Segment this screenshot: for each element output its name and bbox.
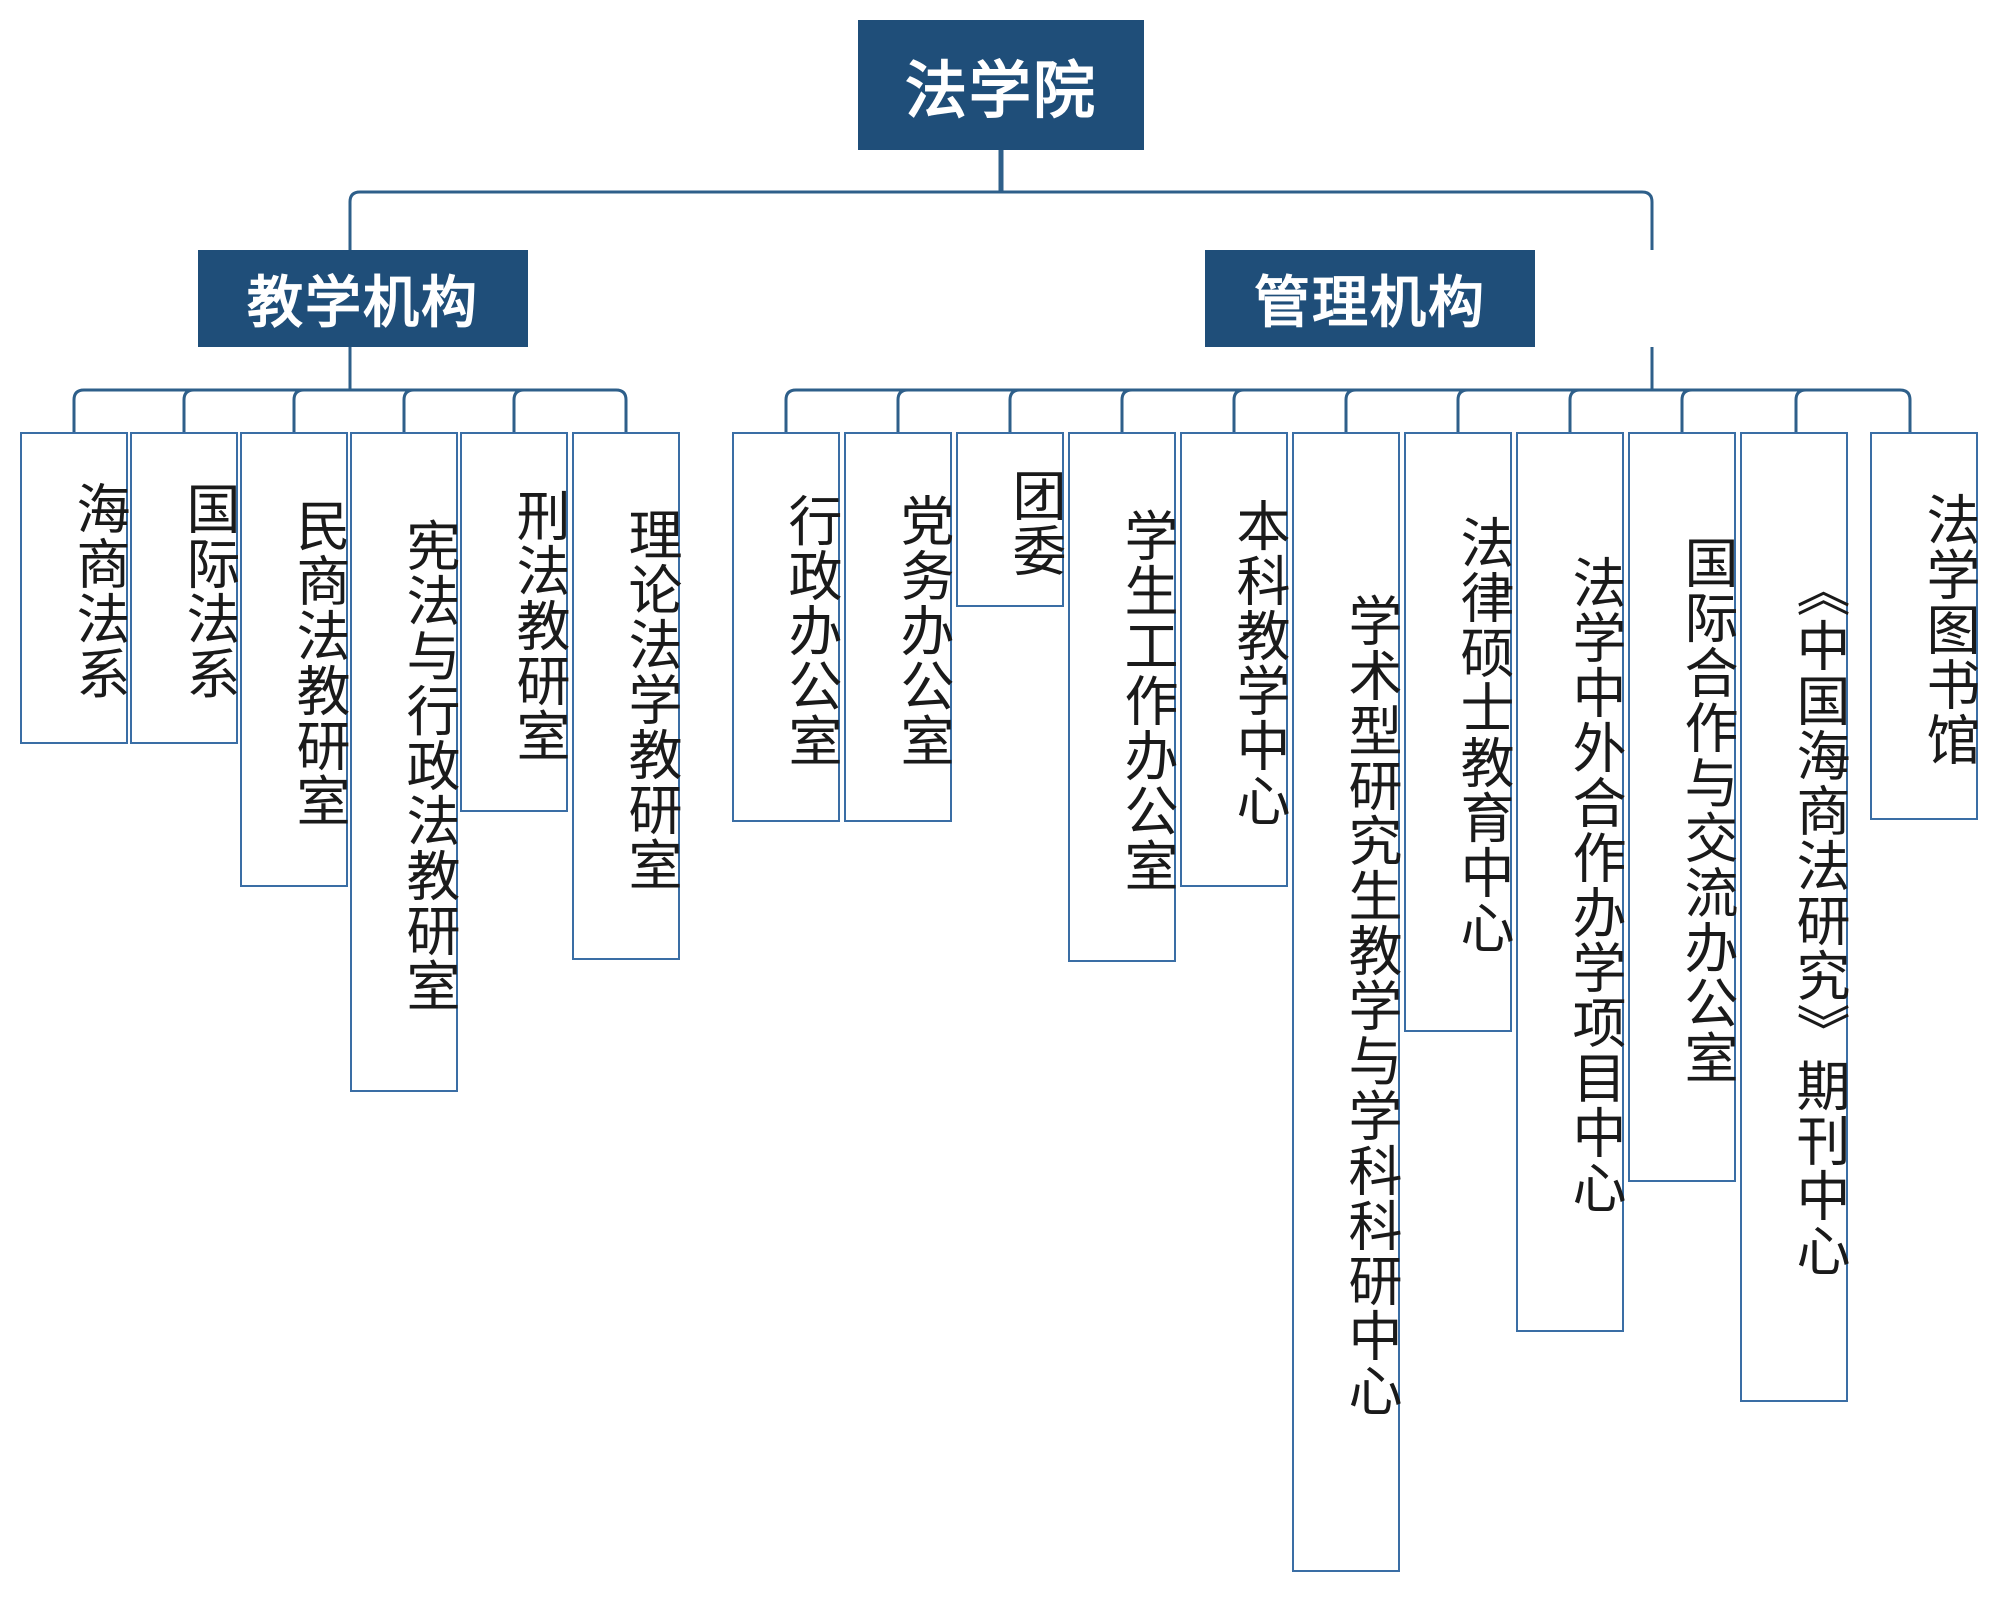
leaf-node-youth-league-committee[interactable]: 团委 bbox=[956, 432, 1064, 607]
leaf-node-maritime-commercial-law-dept[interactable]: 海商法系 bbox=[20, 432, 128, 744]
leaf-node-international-cooperation-exchange-office[interactable]: 国际合作与交流办公室 bbox=[1628, 432, 1736, 1182]
leaf-node-civil-commercial-law-office[interactable]: 民商法教研室 bbox=[240, 432, 348, 887]
leaf-node-juris-master-education-center[interactable]: 法律硕士教育中心 bbox=[1404, 432, 1512, 1032]
leaf-node-party-affairs-office[interactable]: 党务办公室 bbox=[844, 432, 952, 822]
leaf-node-undergraduate-teaching-center[interactable]: 本科教学中心 bbox=[1180, 432, 1288, 887]
leaf-node-law-library[interactable]: 法学图书馆 bbox=[1870, 432, 1978, 820]
leaf-node-administrative-office[interactable]: 行政办公室 bbox=[732, 432, 840, 822]
branch-node-teaching[interactable]: 教学机构 bbox=[198, 250, 528, 347]
branch-node-administration[interactable]: 管理机构 bbox=[1205, 250, 1535, 347]
leaf-node-theoretical-jurisprudence-office[interactable]: 理论法学教研室 bbox=[572, 432, 680, 960]
leaf-node-student-affairs-office[interactable]: 学生工作办公室 bbox=[1068, 432, 1176, 962]
leaf-node-academic-graduate-teaching-research-center[interactable]: 学术型研究生教学与学科科研中心 bbox=[1292, 432, 1400, 1572]
leaf-node-sino-foreign-cooperative-program-center[interactable]: 法学中外合作办学项目中心 bbox=[1516, 432, 1624, 1332]
leaf-node-china-maritime-law-journal-center[interactable]: 《中国海商法研究》期刊中心 bbox=[1740, 432, 1848, 1402]
root-node-law-school[interactable]: 法学院 bbox=[858, 20, 1144, 150]
leaf-node-criminal-law-office[interactable]: 刑法教研室 bbox=[460, 432, 568, 812]
leaf-node-constitutional-administrative-law-office[interactable]: 宪法与行政法教研室 bbox=[350, 432, 458, 1092]
leaf-node-international-law-dept[interactable]: 国际法系 bbox=[130, 432, 238, 744]
